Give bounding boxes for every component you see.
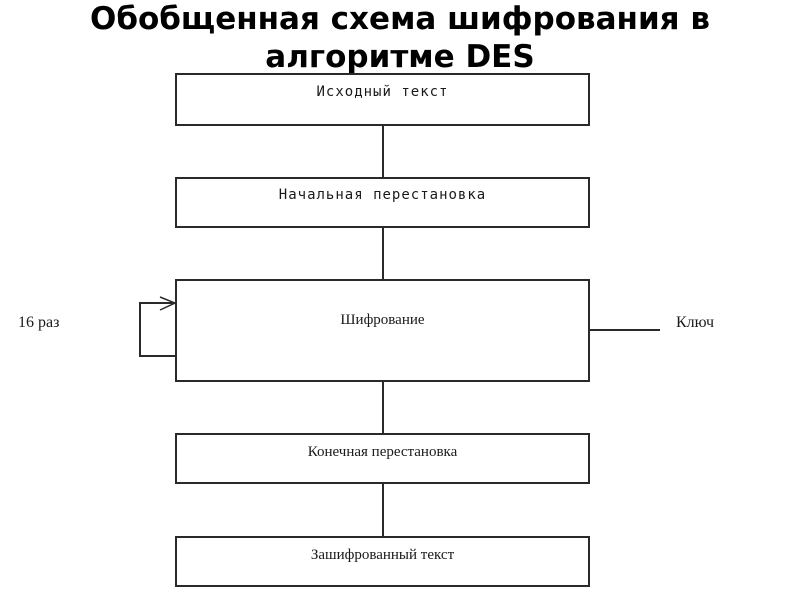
key-label: Ключ [676,314,715,331]
loop-rounds-label: 16 раз [18,314,60,331]
box-final-permutation: Конечная перестановка [175,433,590,484]
slide-title: Обобщенная схема шифрования в алгоритме … [0,0,800,76]
box-source-text-label: Исходный текст [316,84,449,100]
slide-title-line-2: алгоритме DES [265,39,535,75]
box-initial-permutation: Начальная перестановка [175,177,590,228]
box-final-permutation-label: Конечная перестановка [307,444,458,460]
slide-title-line-1: Обобщенная схема шифрования в [89,1,710,37]
box-encryption-label: Шифрование [340,312,425,328]
box-source-text: Исходный текст [175,73,590,126]
box-ciphertext: Зашифрованный текст [175,536,590,587]
box-encryption: Шифрование [175,279,590,382]
box-ciphertext-label: Зашифрованный текст [310,547,455,563]
box-initial-permutation-label: Начальная перестановка [278,187,487,203]
loop-feedback-line [139,302,175,357]
